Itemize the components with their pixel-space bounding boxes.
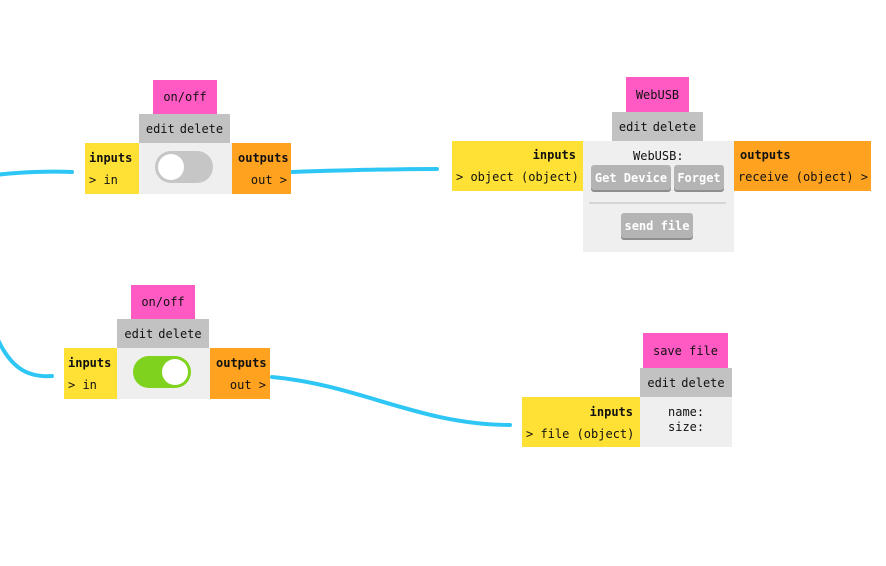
node-title[interactable]: save file bbox=[643, 333, 728, 368]
outputs-panel: outputs out > bbox=[232, 143, 291, 194]
inputs-panel: inputs > object (object) bbox=[452, 141, 583, 191]
webusb-status-label: WebUSB: bbox=[633, 149, 684, 163]
input-port-in[interactable]: > in bbox=[89, 173, 118, 187]
node-body bbox=[117, 348, 210, 399]
inputs-label: inputs bbox=[68, 356, 112, 370]
file-size-label: size: bbox=[668, 420, 705, 434]
inputs-panel: inputs > in bbox=[85, 143, 139, 194]
node-title-label: on/off bbox=[141, 295, 185, 309]
send-file-button-label: send file bbox=[624, 218, 690, 233]
output-port-receive[interactable]: receive (object) > bbox=[737, 170, 868, 184]
node-body: name: size: bbox=[640, 397, 732, 447]
outputs-panel: outputs receive (object) > bbox=[734, 141, 871, 191]
wire-onoff2-to-savefile bbox=[270, 375, 512, 427]
edit-delete-bar: edit delete bbox=[117, 319, 209, 348]
edit-button[interactable]: edit bbox=[647, 375, 677, 390]
node-title[interactable]: WebUSB bbox=[626, 77, 689, 112]
node-title-label: on/off bbox=[163, 90, 207, 104]
edit-delete-bar: edit delete bbox=[612, 112, 703, 141]
delete-button[interactable]: delete bbox=[652, 119, 697, 134]
wire-incoming-onoff2 bbox=[0, 339, 54, 379]
edit-button[interactable]: edit bbox=[145, 121, 175, 136]
output-port-out[interactable]: out > bbox=[229, 378, 266, 392]
input-port-file[interactable]: > file (object) bbox=[526, 427, 635, 441]
inputs-label: inputs bbox=[532, 148, 576, 162]
inputs-label: inputs bbox=[589, 405, 633, 419]
send-file-button[interactable]: send file bbox=[621, 213, 693, 238]
divider bbox=[589, 202, 726, 204]
node-title-label: WebUSB bbox=[635, 87, 680, 102]
input-port-object[interactable]: > object (object) bbox=[456, 170, 579, 184]
outputs-label: outputs bbox=[740, 148, 791, 162]
delete-button[interactable]: delete bbox=[681, 375, 725, 390]
wire-incoming-onoff1 bbox=[0, 169, 74, 177]
file-name-label: name: bbox=[668, 405, 705, 419]
node-body: WebUSB: Get Device Forget send file bbox=[583, 141, 734, 252]
output-port-out[interactable]: out > bbox=[250, 173, 287, 187]
node-title[interactable]: on/off bbox=[131, 285, 195, 319]
outputs-label: outputs bbox=[216, 356, 267, 370]
edit-delete-bar: edit delete bbox=[640, 368, 732, 397]
inputs-panel: inputs > in bbox=[64, 348, 117, 399]
node-body bbox=[139, 143, 232, 194]
get-device-button-label: Get Device bbox=[594, 170, 668, 185]
toggle-knob bbox=[158, 154, 184, 180]
inputs-panel: inputs > file (object) bbox=[522, 397, 640, 447]
node-title[interactable]: on/off bbox=[153, 80, 217, 114]
get-device-button[interactable]: Get Device bbox=[591, 165, 671, 190]
edit-button[interactable]: edit bbox=[124, 326, 154, 341]
forget-button[interactable]: Forget bbox=[674, 165, 724, 190]
toggle-knob bbox=[162, 359, 188, 385]
delete-button[interactable]: delete bbox=[158, 326, 202, 341]
outputs-label: outputs bbox=[238, 151, 289, 165]
edit-delete-bar: edit delete bbox=[139, 114, 230, 143]
wire-onoff1-to-webusb bbox=[290, 167, 439, 174]
delete-button[interactable]: delete bbox=[179, 121, 224, 136]
edit-button[interactable]: edit bbox=[618, 119, 648, 134]
outputs-panel: outputs out > bbox=[210, 348, 270, 399]
toggle-switch[interactable] bbox=[155, 151, 213, 183]
toggle-switch[interactable] bbox=[133, 356, 191, 388]
inputs-label: inputs bbox=[89, 151, 133, 165]
input-port-in[interactable]: > in bbox=[68, 378, 97, 392]
node-title-label: save file bbox=[652, 343, 719, 358]
forget-button-label: Forget bbox=[677, 170, 721, 185]
